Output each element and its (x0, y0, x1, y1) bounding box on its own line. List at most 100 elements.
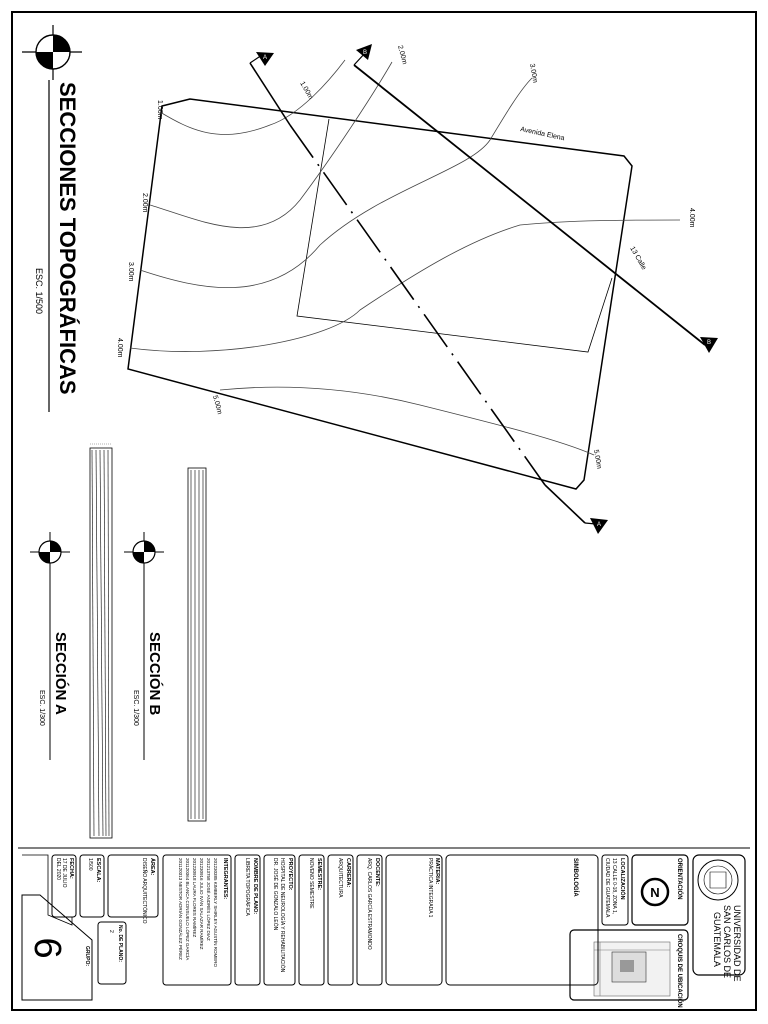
docente-box (356, 854, 383, 986)
semestre-box (298, 854, 325, 986)
north-symbol-section-b (124, 532, 164, 572)
no-plano-box (97, 921, 127, 985)
sheet-border (11, 11, 757, 1011)
fecha-label: FECHA: (68, 858, 74, 879)
university-line-1: UNIVERSIDAD DE (732, 905, 742, 982)
section-a-scale: ESC. 1/300 (38, 690, 45, 726)
no-plano-label: No. DE PLANO: (117, 925, 123, 962)
section-line-b (353, 64, 706, 346)
proyecto-label: PROYECTO: (287, 858, 293, 891)
integrante-5: 201120364 BLANCA CONSUELO LÓPEZ GARCÍA (185, 858, 191, 960)
section-marker-a-bottom: A (590, 518, 608, 534)
proyecto-line-2: DR. JOSÉ DE GONZALO LEÓN (272, 858, 279, 931)
section-marker-b-bottom: B (700, 337, 718, 353)
docente-value: ARQ. CARLOS GARCÍA ESTRAMONDO (366, 858, 373, 950)
svg-text:4.00m: 4.00m (116, 338, 123, 358)
university-box (692, 854, 746, 976)
section-a-title: SECCIÓN A (52, 632, 70, 715)
localizacion-label: LOCALIZACIÓN (619, 858, 627, 900)
street-label-avenida: Avenida Elena (520, 126, 566, 142)
integrantes-box (162, 854, 232, 986)
contour-1m (159, 59, 346, 135)
plano-box (234, 854, 261, 986)
simbologia-label: SIMBOLOGÍA (572, 858, 580, 897)
orientacion-box (631, 854, 689, 926)
localizacion-line-2: CIUDAD DE GUATEMALA (604, 858, 610, 918)
svg-text:A: A (263, 55, 267, 61)
croquis-label: CROQUIS DE UBICACIÓN (676, 934, 684, 1008)
localizacion-box (601, 854, 629, 926)
svg-text:3.00m: 3.00m (528, 63, 538, 84)
svg-text:3.00m: 3.00m (127, 262, 134, 282)
section-marker-b-top: B (356, 44, 372, 60)
title-block: UNIVERSIDAD DE SAN CARLOS DE GUATEMALA C… (18, 847, 750, 1008)
simbologia-box (445, 854, 599, 986)
escala-box (79, 854, 105, 918)
orientacion-label: ORIENTACIÓN (676, 858, 684, 900)
no-plano-value: 2 (108, 930, 114, 933)
integrante-4: 201230918 LAURA FLORES RAMÍREZ (192, 858, 198, 938)
section-line-a-dashed (289, 124, 546, 486)
semestre-label: SEMESTRE: (316, 858, 322, 890)
carrera-value: ARQUITECTURA (337, 858, 343, 898)
svg-text:B: B (363, 50, 367, 56)
svg-text:4.00m: 4.00m (688, 208, 695, 228)
lot-boundary (127, 98, 633, 490)
plano-value: LIBRETA TOPOGRÁFICA (244, 858, 251, 916)
section-line-a (249, 62, 291, 126)
integrante-6: 201120313 NESTOR ADRIÁN GONZÁLEZ PÉREZ (178, 858, 184, 960)
materia-value: PRÁCTICA INTEGRADA 1 (427, 858, 434, 918)
svg-text:N: N (650, 885, 659, 900)
carrera-label: CARRERA: (345, 858, 351, 888)
main-scale: ESC. 1/500 (34, 268, 44, 314)
docente-label: DOCENTE: (374, 858, 380, 887)
materia-box (385, 854, 443, 986)
inner-plot (296, 118, 613, 353)
north-symbol-section-a (30, 532, 70, 572)
university-line-3: GUATEMALA (712, 912, 722, 967)
svg-text:2.00m: 2.00m (396, 45, 408, 66)
fecha-line-1: 17 DE JULIO (61, 858, 67, 888)
fecha-box (51, 854, 77, 918)
area-box (107, 854, 159, 918)
svg-text:5.00m: 5.00m (592, 449, 602, 470)
svg-text:A: A (597, 522, 601, 528)
contour-3m (139, 77, 533, 289)
section-b-profile (187, 467, 207, 822)
section-a-profile (89, 443, 113, 839)
university-line-2: SAN CARLOS DE (722, 905, 732, 978)
integrantes-label: INTEGRANTES: (222, 858, 228, 899)
escala-label: ESCALA: (95, 858, 101, 883)
contour-labels: 1.00m 2.00m 3.00m 4.00m 1.00m 2.00m 3.00… (116, 45, 695, 470)
proyecto-box (263, 854, 296, 986)
main-title: SECCIONES TOPOGRÁFICAS (55, 82, 80, 395)
north-arrow-icon: N (640, 877, 670, 907)
fecha-line-2: DEL 2020 (55, 858, 61, 880)
section-marker-a-top: A (256, 52, 274, 66)
street-label-calle: 13 Calle (628, 246, 647, 272)
contour-2m (149, 61, 393, 229)
localizacion-line-1: 13 CALLE 0-18, ZONA 1, (611, 858, 617, 914)
svg-text:2.00m: 2.00m (141, 193, 148, 213)
carrera-box (327, 854, 354, 986)
proyecto-line-1: HOSPITAL DE NEUROLOGÍA Y REHABILITACIÓN (279, 858, 286, 973)
contour-4m (129, 219, 681, 352)
integrante-1: 201230385 KIMBERLY SHIRLEY AGUSTÍN ROMER… (213, 858, 219, 968)
plano-label: NOMBRE DE PLANO: (252, 858, 258, 914)
semestre-value: NOVENO SEMESTRE (308, 858, 314, 909)
grupo-label: GRUPO: (84, 946, 90, 966)
svg-text:1.00m: 1.00m (156, 100, 163, 120)
location-sketch (593, 941, 671, 997)
croquis-box (569, 929, 689, 1001)
university-seal-icon (697, 859, 739, 901)
svg-text:5.00m: 5.00m (211, 395, 223, 416)
section-b-scale: ESC. 1/300 (132, 690, 139, 726)
svg-text:B: B (707, 340, 711, 346)
site-plan (127, 51, 709, 525)
north-symbol-main (22, 25, 82, 80)
materia-label: MATERIA: (434, 858, 440, 885)
section-b-title: SECCIÓN B (146, 632, 164, 716)
integrante-2: 201213758 JOSÉ ANDRÉS LÓPEZ DIAZ (206, 858, 212, 941)
area-value: DISEÑO ARQUITECTÓNICO (141, 858, 148, 924)
